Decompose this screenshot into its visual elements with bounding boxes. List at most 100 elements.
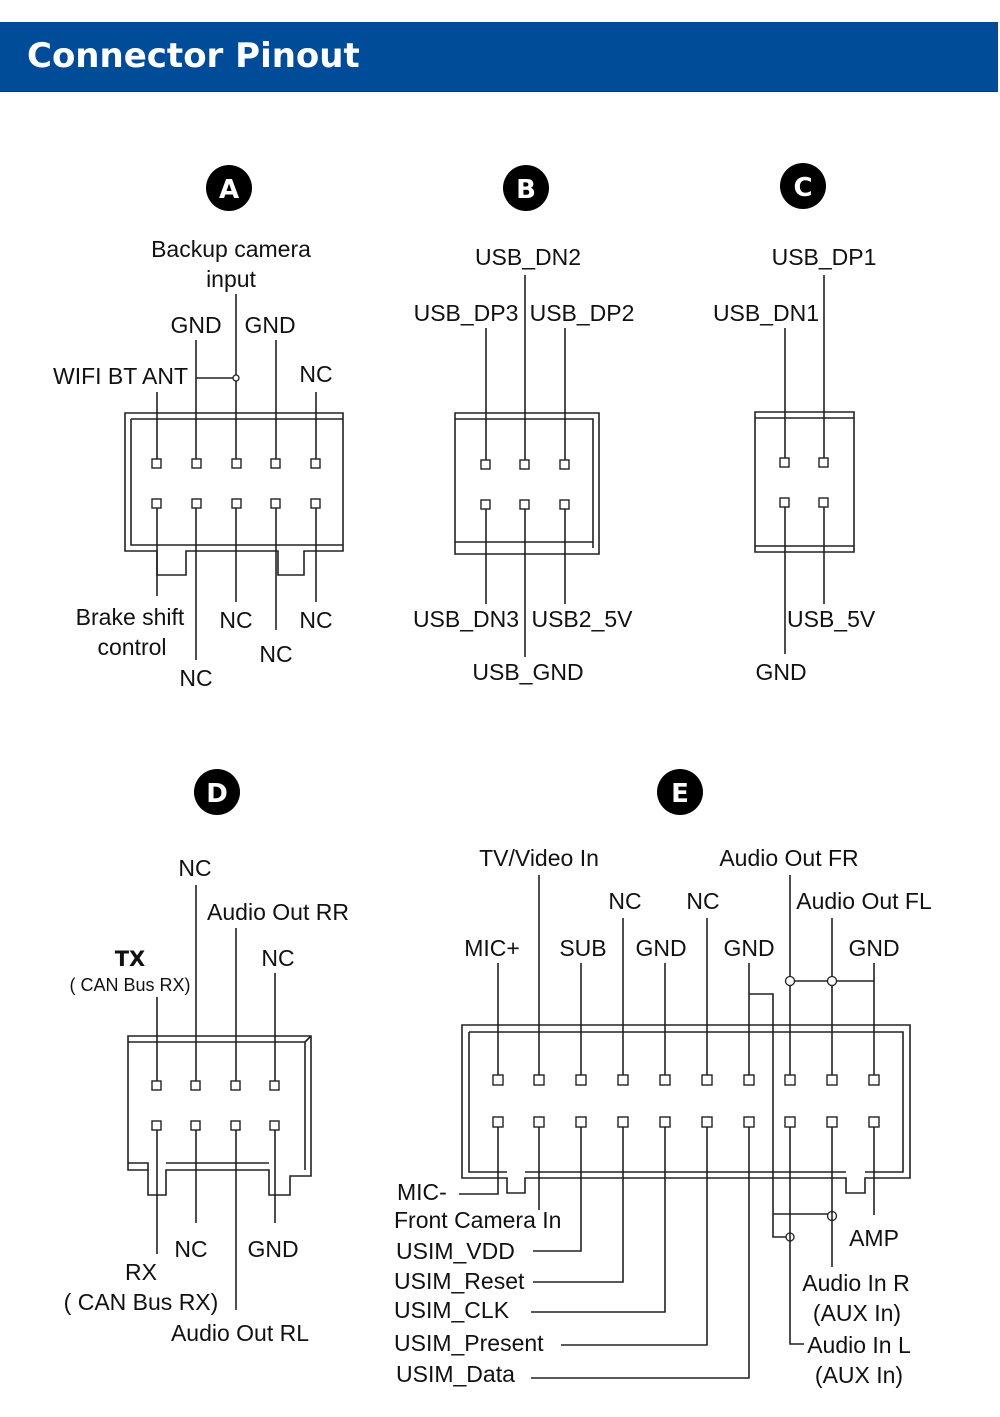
label-usim-vdd: USIM_VDD xyxy=(396,1238,515,1264)
connector-a-bottom-wires xyxy=(156,508,317,660)
pin xyxy=(190,1120,201,1131)
connector-e-bottom-wires xyxy=(459,1127,875,1379)
label-usim-present: USIM_Present xyxy=(394,1330,544,1356)
pin xyxy=(826,1074,838,1086)
label-d-nc-top: NC xyxy=(178,855,211,881)
pin xyxy=(310,498,321,509)
label-rx-sub: ( CAN Bus RX) xyxy=(64,1289,219,1315)
label-usb-dp2: USB_DP2 xyxy=(530,300,635,326)
label-usb-5v: USB_5V xyxy=(787,606,876,632)
pin xyxy=(190,1080,201,1091)
label-e-nc-1: NC xyxy=(608,888,641,914)
label-mic-minus: MIC- xyxy=(397,1179,447,1205)
pin xyxy=(818,457,829,468)
label-a-nc-bottom-1: NC xyxy=(219,607,252,633)
label-audio-out-fl: Audio Out FL xyxy=(796,888,932,914)
page-title: Connector Pinout xyxy=(27,36,360,76)
label-e-gnd-3: GND xyxy=(848,935,899,961)
pin xyxy=(743,1116,755,1128)
label-a-gnd-right: GND xyxy=(244,312,295,338)
label-tx: TX xyxy=(115,947,146,971)
label-brake-shift-2: control xyxy=(97,634,166,660)
pin xyxy=(270,498,281,509)
label-a-nc-bottom-2: NC xyxy=(299,607,332,633)
connector-e: E TV/Video In Audio Out FR NC NC Audio O… xyxy=(394,769,932,1388)
pin xyxy=(779,457,790,468)
connector-e-top-wires xyxy=(497,875,875,1075)
badge-c-label: C xyxy=(793,173,812,203)
connector-a-pins xyxy=(151,458,321,509)
pin xyxy=(559,499,570,510)
label-mic-plus: MIC+ xyxy=(464,935,520,961)
connector-b: B USB_DN2 USB_DP3 USB_DP2 USB_DN3 USB2_5… xyxy=(413,165,634,685)
label-usim-data: USIM_Data xyxy=(396,1361,515,1387)
connector-c-top-wires xyxy=(784,275,825,458)
pin xyxy=(826,1116,838,1128)
connector-e-body xyxy=(461,1024,911,1194)
label-brake-shift: Brake shift xyxy=(76,604,185,630)
label-d-nc-bottom: NC xyxy=(174,1236,207,1262)
label-usb-gnd: USB_GND xyxy=(472,659,583,685)
label-sub: SUB xyxy=(559,935,606,961)
label-a-nc-bottom-4: NC xyxy=(179,665,212,691)
pin xyxy=(151,458,162,469)
badge-d xyxy=(194,769,240,815)
label-front-camera-in: Front Camera In xyxy=(394,1207,561,1233)
label-rx: RX xyxy=(125,1259,157,1285)
label-e-gnd-2: GND xyxy=(723,935,774,961)
pin xyxy=(575,1074,587,1086)
pin xyxy=(231,498,242,509)
pin xyxy=(784,1116,796,1128)
pin xyxy=(533,1116,545,1128)
badge-a-label: A xyxy=(219,175,239,205)
label-audio-out-fr: Audio Out FR xyxy=(719,845,858,871)
badge-e-label: E xyxy=(671,779,689,809)
pin xyxy=(492,1116,504,1128)
label-c-gnd: GND xyxy=(755,659,806,685)
pin xyxy=(269,1080,280,1091)
connector-d-body xyxy=(127,1035,312,1196)
connector-c-pins xyxy=(779,457,829,508)
label-audio-out-rl: Audio Out RL xyxy=(171,1320,309,1346)
badge-b-label: B xyxy=(516,175,536,205)
connector-e-pins xyxy=(492,1074,880,1128)
connector-b-bottom-wires xyxy=(485,509,566,657)
pin xyxy=(480,499,491,510)
pin xyxy=(191,458,202,469)
label-wifi-bt-ant: WIFI BT ANT xyxy=(53,363,188,389)
label-usb-dn2: USB_DN2 xyxy=(475,244,581,270)
pin xyxy=(868,1116,880,1128)
label-e-gnd-1: GND xyxy=(635,935,686,961)
label-e-nc-2: NC xyxy=(686,888,719,914)
label-a-nc-bottom-3: NC xyxy=(259,641,292,667)
pin xyxy=(230,1080,241,1091)
junction xyxy=(784,975,796,987)
pin xyxy=(151,498,162,509)
label-tv-video-in: TV/Video In xyxy=(479,845,599,871)
connector-b-top-wires xyxy=(485,275,566,460)
connector-d-bottom-wires xyxy=(156,1130,276,1310)
label-a-nc-top: NC xyxy=(299,361,332,387)
badge-e xyxy=(657,769,703,815)
label-audio-in-l-sub: (AUX In) xyxy=(815,1362,903,1388)
pin xyxy=(519,459,530,470)
connector-b-pins xyxy=(480,459,570,510)
label-tx-sub: ( CAN Bus RX) xyxy=(69,975,190,995)
label-audio-out-rr: Audio Out RR xyxy=(207,899,349,925)
header-bar: Connector Pinout xyxy=(0,22,998,92)
pin xyxy=(191,498,202,509)
junction xyxy=(826,975,838,987)
connector-a-inner xyxy=(130,418,343,546)
badge-a xyxy=(206,165,252,211)
label-usb2-5v: USB2_5V xyxy=(531,606,633,632)
pin xyxy=(701,1116,713,1128)
label-backup-camera: Backup camera xyxy=(151,236,311,262)
pin xyxy=(270,458,281,469)
pin xyxy=(784,1074,796,1086)
connector-b-body xyxy=(454,412,600,555)
label-d-nc-right: NC xyxy=(261,945,294,971)
connector-c-bottom-wires xyxy=(784,507,825,654)
connector-d-inner xyxy=(128,1035,312,1170)
label-amp: AMP xyxy=(849,1225,899,1251)
